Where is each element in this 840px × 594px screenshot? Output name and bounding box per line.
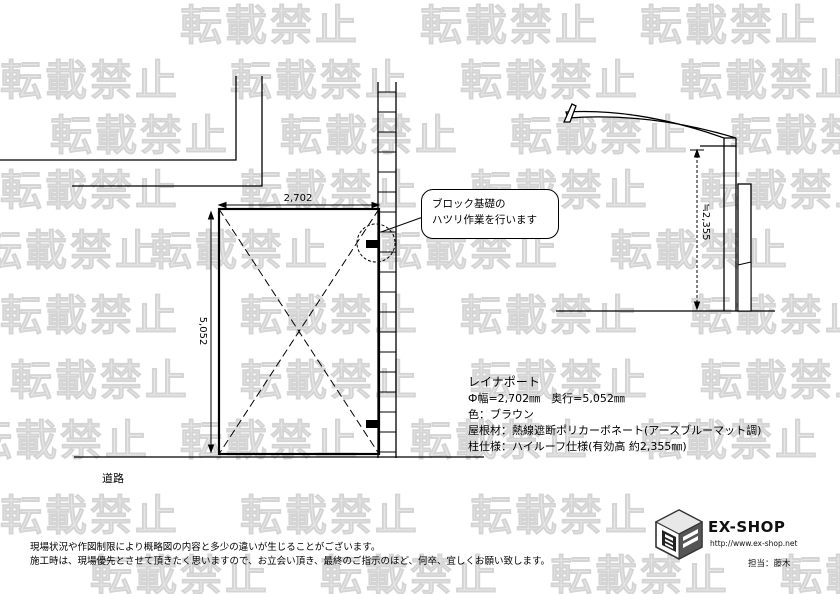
product-name: レイナポート bbox=[468, 375, 540, 389]
watermark-text: 転載禁止 bbox=[90, 551, 270, 594]
watermark-text: 転載禁止 bbox=[150, 226, 330, 275]
watermark-text: 転載禁止 bbox=[640, 416, 820, 465]
note-line-1: 現場状況や作図制限により概略図の内容と多少の違いが生じることがございます。 bbox=[30, 542, 381, 553]
watermark-text: 転載禁止 bbox=[550, 551, 730, 594]
watermark-text: 転載禁止 bbox=[0, 56, 180, 105]
watermark-text: 転載禁止 bbox=[240, 491, 420, 540]
spec-pillar: 柱仕様：ハイルーフ仕様(有効高 約2,355㎜) bbox=[468, 440, 687, 453]
callout-line-2: ハツリ作業を行います bbox=[432, 214, 537, 226]
watermark-text: 転載禁止 bbox=[240, 356, 420, 405]
watermark-text: 転載禁止 bbox=[460, 291, 640, 340]
watermark-text: 転載禁止 bbox=[780, 551, 840, 594]
brand-url: http://www.ex-shop.net bbox=[710, 539, 798, 548]
watermark-text: 転載禁止 bbox=[680, 56, 840, 105]
watermark-text: 転載禁止 bbox=[320, 551, 500, 594]
road-label: 道路 bbox=[102, 472, 124, 485]
hatsuri-callout: ブロック基礎の ハツリ作業を行います bbox=[421, 189, 559, 239]
ex-shop-logo-icon bbox=[654, 509, 704, 560]
watermark-text: 転載禁止 bbox=[50, 111, 230, 160]
spec-size: Ф幅=2,702㎜ 奥行=5,052㎜ bbox=[468, 392, 625, 405]
watermark-text: 転載禁止 bbox=[0, 491, 180, 540]
carport-plan bbox=[217, 207, 381, 456]
height-dimension bbox=[690, 148, 704, 311]
watermark-text: 転載禁止 bbox=[460, 56, 640, 105]
depth-dimension bbox=[207, 210, 215, 454]
watermark-text: 転載禁止 bbox=[470, 491, 650, 540]
watermark-text: 転載禁止 bbox=[700, 356, 840, 405]
watermark-text: 転載禁止 bbox=[0, 166, 180, 215]
watermark-text: 転載禁止 bbox=[730, 111, 840, 160]
watermark-text: 転載禁止 bbox=[420, 1, 600, 50]
width-dimension-label: 2,702 bbox=[284, 193, 313, 204]
watermark-text: 転載禁止 bbox=[180, 1, 360, 50]
house-outline bbox=[0, 76, 263, 187]
callout-pointer bbox=[356, 216, 424, 263]
spec-roof: 屋根材：熱線遮断ポリカーボネート(アースブルーマット調) bbox=[468, 424, 762, 437]
width-dimension bbox=[217, 201, 381, 209]
watermark-text: 転載禁止 bbox=[470, 356, 650, 405]
brand-name: EX-SHOP bbox=[708, 518, 786, 536]
watermark-text: 転載禁止 bbox=[10, 356, 190, 405]
foundation-block-top bbox=[366, 240, 380, 248]
watermark-text: 転載禁止 bbox=[690, 291, 840, 340]
block-wall bbox=[366, 82, 397, 458]
person-in-charge: 担当：藤木 bbox=[748, 559, 791, 569]
carport-elevation bbox=[556, 103, 775, 312]
spec-color: 色：ブラウン bbox=[468, 408, 534, 421]
height-dimension-label: ≒2,355 bbox=[700, 203, 711, 240]
note-line-2: 施工時は、現場優先とさせて頂きたく思いますので、お立会い頂き、最終のご指示のほど… bbox=[30, 556, 551, 567]
watermark-text: 転載禁止 bbox=[0, 226, 160, 275]
callout-line-1: ブロック基礎の bbox=[432, 198, 506, 210]
watermark-text: 転載禁止 bbox=[700, 166, 840, 215]
watermark-text: 転載禁止 bbox=[640, 1, 820, 50]
watermark-text: 転載禁止 bbox=[280, 111, 460, 160]
watermark-text: 転載禁止 bbox=[240, 166, 420, 215]
watermark-text: 転載禁止 bbox=[610, 226, 790, 275]
foundation-block-bottom bbox=[366, 420, 380, 428]
depth-dimension-label: 5,052 bbox=[197, 317, 208, 346]
watermark-text: 転載禁止 bbox=[0, 291, 180, 340]
